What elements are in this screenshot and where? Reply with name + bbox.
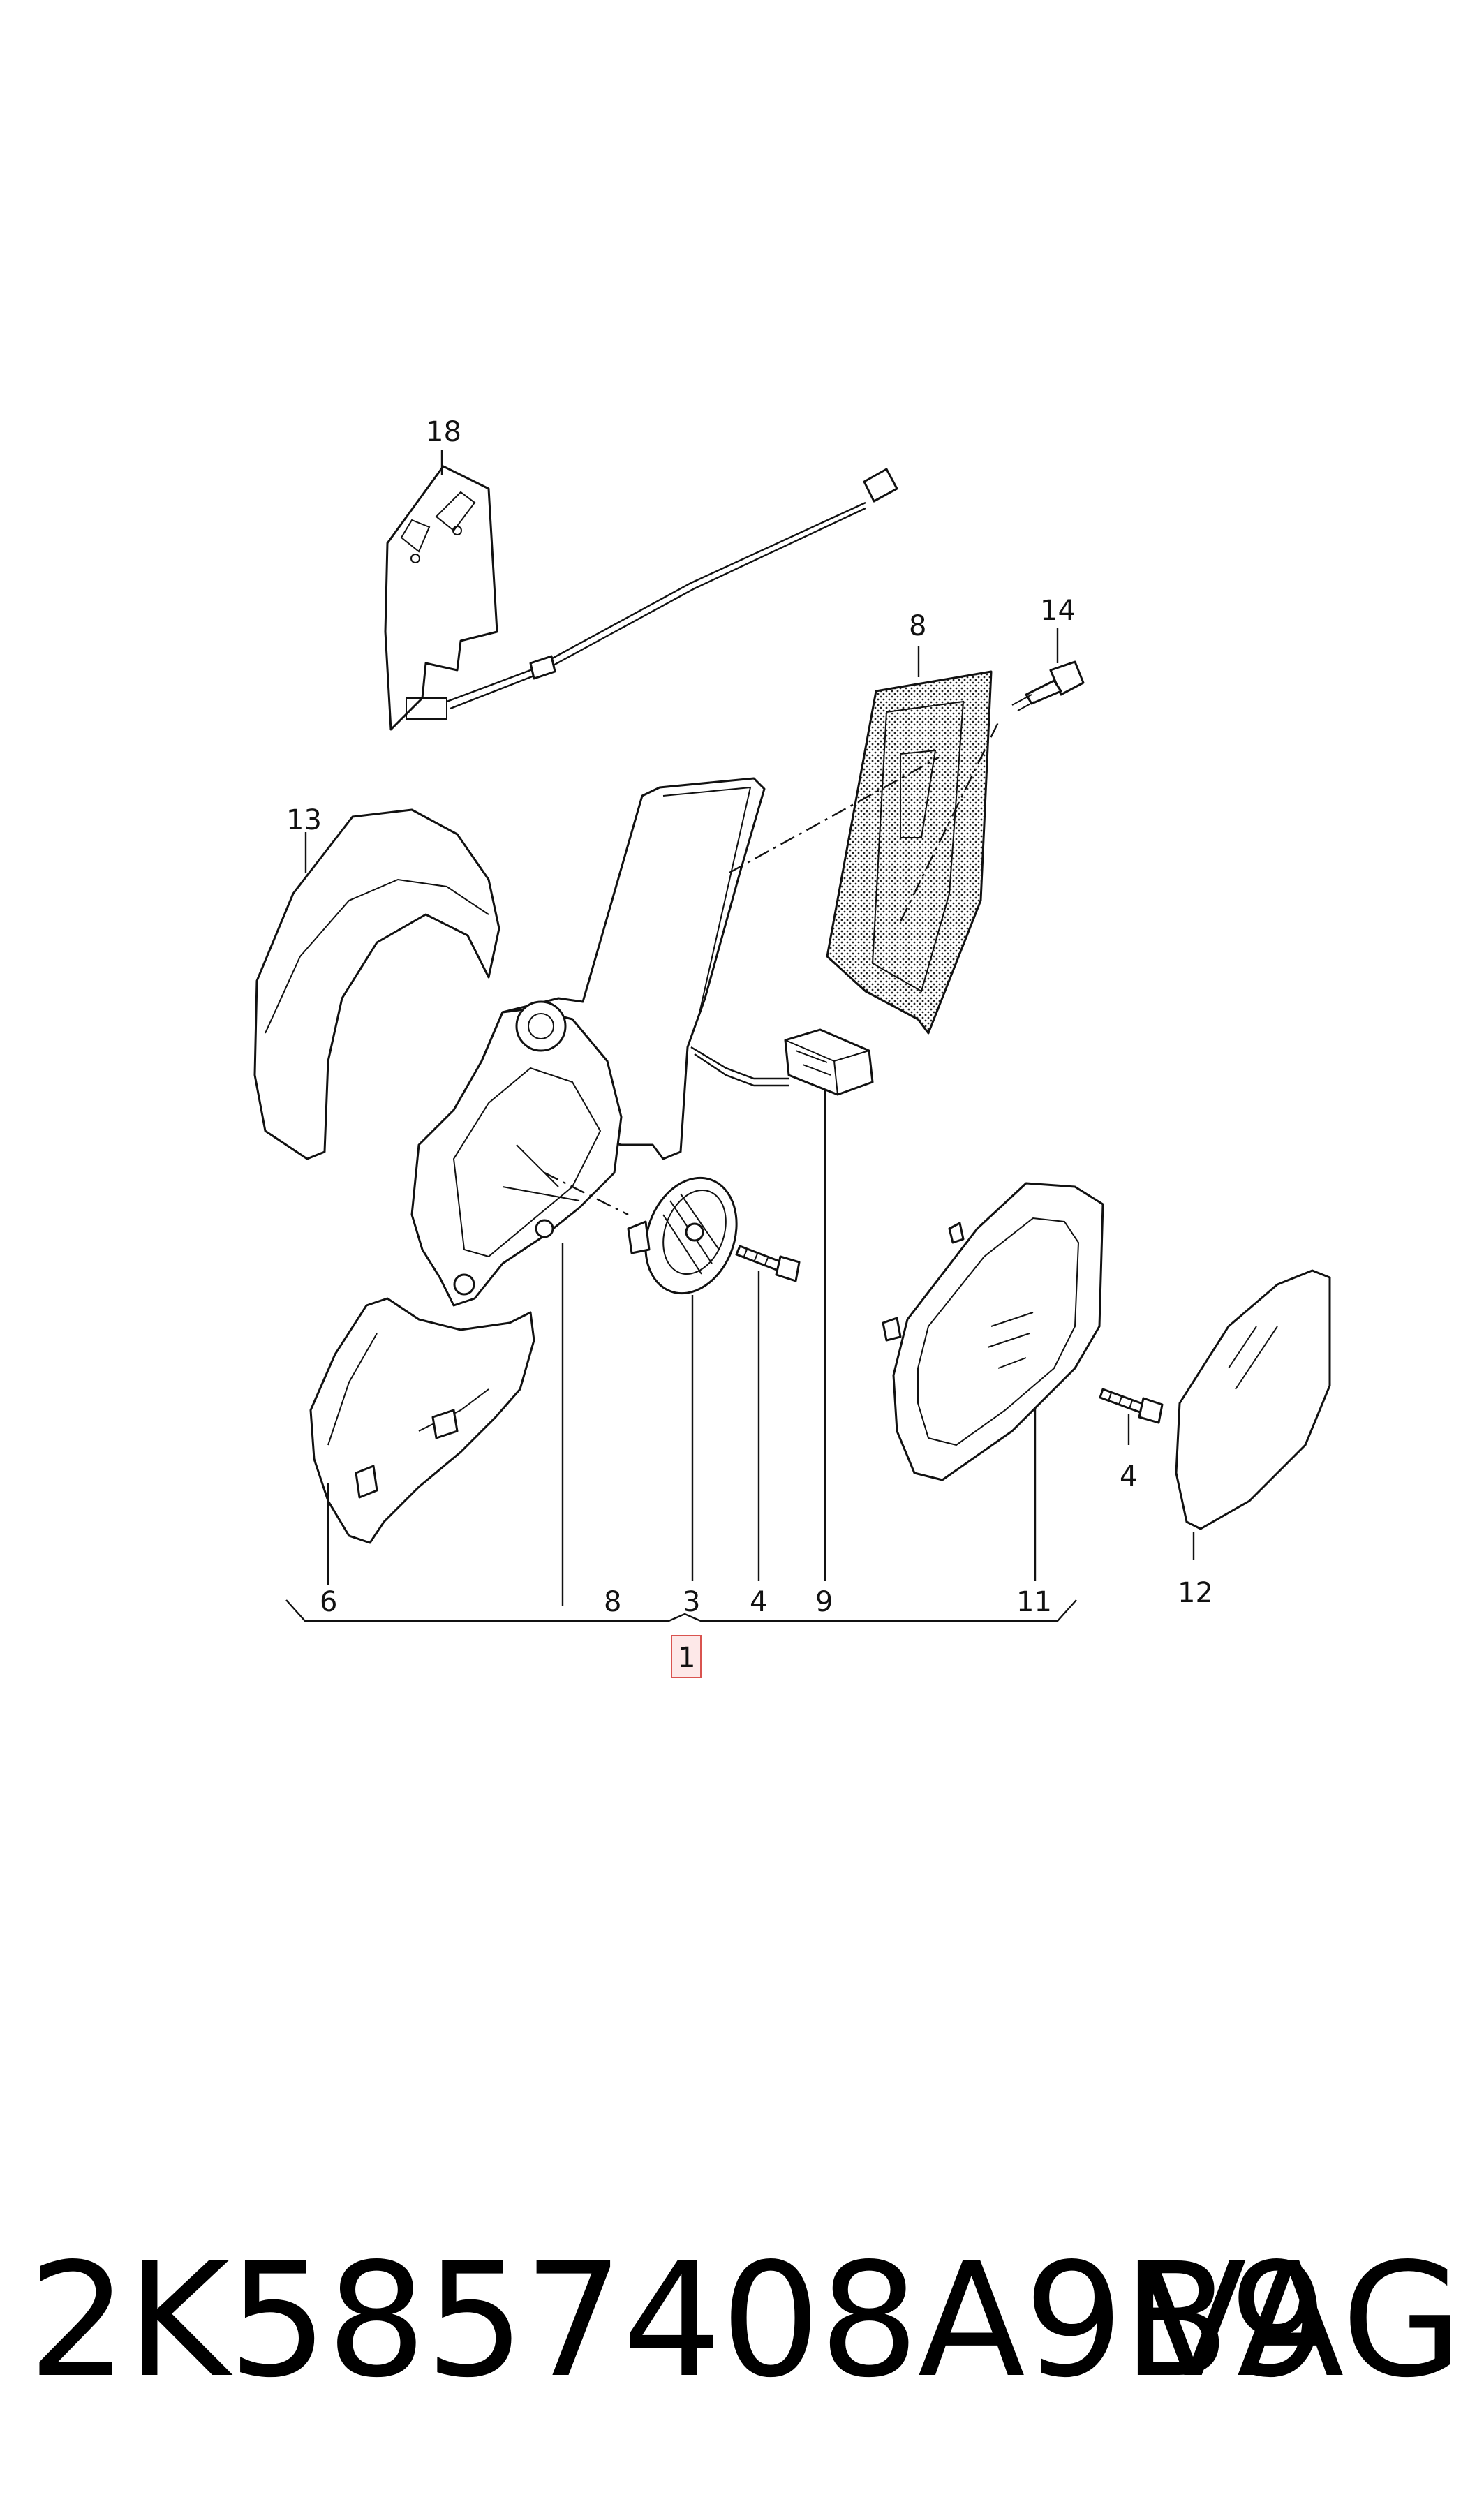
bolt-4-carrier [1099, 1388, 1164, 1424]
wiring-harness-plate [384, 465, 898, 731]
callout-3: 3 [683, 1586, 700, 1618]
footer: 2K5857408A9B9 VAG [0, 2206, 1484, 2436]
callout-1: 1 [678, 1642, 695, 1674]
callout-18: 18 [426, 416, 461, 448]
callout-13: 13 [286, 804, 322, 836]
screw-14 [1011, 660, 1085, 711]
lower-cover [309, 1297, 535, 1544]
assembly-axis-1 [729, 756, 940, 874]
leader-lines [285, 450, 1195, 1622]
assembly-callout-1: 1 [671, 1635, 702, 1678]
callout-8-top: 8 [909, 610, 926, 642]
callout-12: 12 [1178, 1577, 1213, 1609]
callout-8-bottom: 8 [604, 1586, 621, 1618]
assembly-axis-3 [899, 722, 1000, 922]
glass-carrier [882, 1182, 1104, 1481]
callout-11: 11 [1016, 1586, 1052, 1618]
mirror-base [410, 777, 766, 1307]
brand-name: VAG [1139, 2230, 1463, 2413]
mirror-glass [1175, 1269, 1331, 1530]
adjustment-motor [627, 1176, 738, 1295]
callout-4-bottom: 4 [750, 1586, 767, 1618]
callout-4-right: 4 [1120, 1460, 1137, 1493]
turn-signal-lens [826, 670, 993, 1035]
connector-9 [690, 1028, 874, 1096]
bolt-4-motor [735, 1245, 801, 1282]
mirror-cap-top [253, 808, 500, 1160]
callout-14: 14 [1040, 595, 1076, 627]
part-number: 2K5857408A9B9 [28, 2230, 1328, 2413]
callout-9: 9 [815, 1586, 833, 1618]
highlight-box [671, 1635, 702, 1678]
callout-6: 6 [320, 1586, 337, 1618]
exploded-mirror-diagram: 18 8 14 13 4 12 6 8 3 4 9 11 1 [253, 416, 1331, 1678]
